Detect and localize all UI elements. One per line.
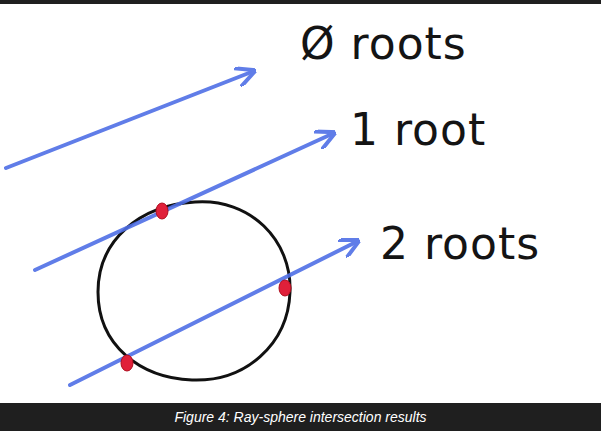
- intersection-point: [156, 203, 168, 219]
- ray: [70, 241, 358, 385]
- intersection-point: [121, 355, 133, 371]
- root-count-label: 1 root: [350, 108, 486, 152]
- root-count-label: 2 roots: [380, 222, 540, 266]
- ray: [35, 133, 334, 270]
- intersection-point: [279, 280, 291, 296]
- top-bar: [0, 0, 601, 4]
- figure-caption: Figure 4: Ray-sphere intersection result…: [0, 403, 601, 431]
- root-count-label: Ø roots: [300, 22, 467, 66]
- ray: [6, 71, 254, 168]
